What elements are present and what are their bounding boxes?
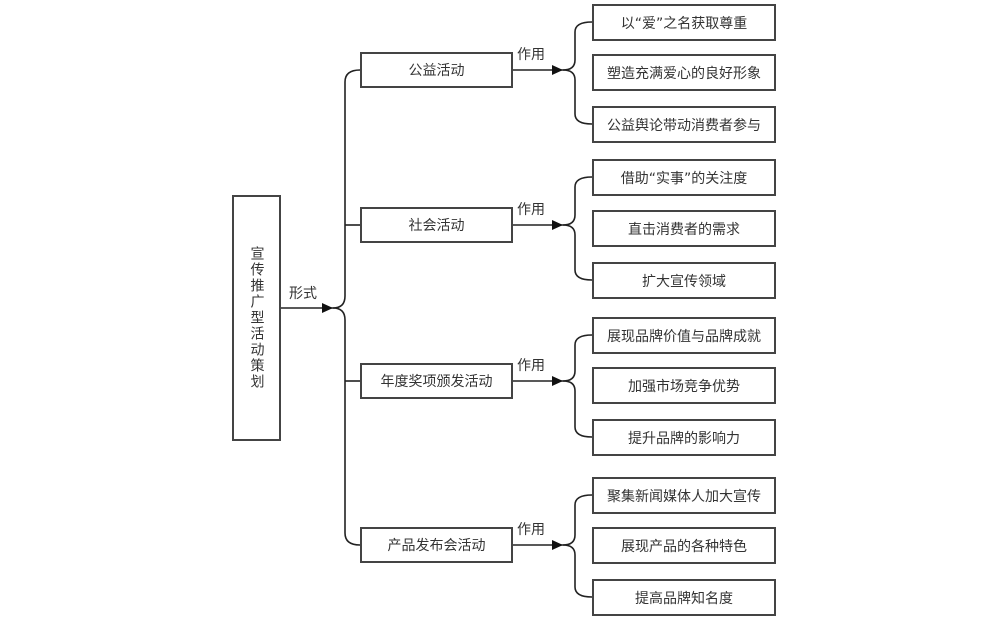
effect-node: 直击消费者的需求 [592,210,776,247]
effect-node: 聚集新闻媒体人加大宣传 [592,477,776,514]
branch-edge-label: 作用 [517,522,545,538]
brace-bottom [562,544,593,598]
effect-label: 提高品牌知名度 [635,590,733,607]
effect-node: 提高品牌知名度 [592,579,776,616]
effect-label: 扩大宣传领域 [642,273,726,290]
arrow-head-icon [552,376,563,386]
brace-top [562,21,593,71]
arrow-head-icon [552,65,563,75]
effect-label: 加强市场竞争优势 [628,378,740,395]
effect-node: 扩大宣传领域 [592,262,776,299]
branch-node: 年度奖项颁发活动 [360,363,513,399]
brace-bottom [562,224,593,281]
arrow-head-icon [552,540,563,550]
effect-node: 借助“实事”的关注度 [592,159,776,196]
branch-node: 社会活动 [360,207,513,243]
branch-node: 公益活动 [360,52,513,88]
branch-label: 年度奖项颁发活动 [380,374,493,390]
effect-label: 提升品牌的影响力 [628,430,740,447]
effect-label: 公益舆论带动消费者参与 [607,117,761,134]
arrow-head-icon [322,303,333,313]
branch-edge-label: 作用 [517,358,545,374]
effect-label: 借助“实事”的关注度 [620,170,748,187]
branch-label: 社会活动 [408,218,465,234]
brace-bottom [562,380,593,438]
arrow-head-icon [552,220,563,230]
root-label: 宣传推广型活动策划 [248,246,265,390]
brace-top [332,69,361,309]
effect-node: 以“爱”之名获取尊重 [592,4,776,41]
branch-edge-label: 作用 [517,202,545,218]
effect-label: 塑造充满爱心的良好形象 [607,65,761,82]
effect-label: 聚集新闻媒体人加大宣传 [607,488,761,505]
branch-node: 产品发布会活动 [360,527,513,563]
brace-bottom [562,69,593,125]
effect-node: 展现产品的各种特色 [592,527,776,564]
effect-label: 直击消费者的需求 [628,221,740,238]
branch-edge-label: 作用 [517,47,545,63]
branch-label: 公益活动 [408,63,465,79]
effect-label: 展现品牌价值与品牌成就 [607,328,761,345]
effect-node: 加强市场竞争优势 [592,367,776,404]
branch-label: 产品发布会活动 [387,538,486,554]
brace-top [562,176,593,226]
effect-label: 以“爱”之名获取尊重 [620,15,748,32]
root-node: 宣传推广型活动策划 [232,195,281,441]
brace-bottom [332,307,361,546]
brace-top [562,334,593,382]
effect-label: 展现产品的各种特色 [621,538,747,555]
effect-node: 展现品牌价值与品牌成就 [592,317,776,354]
brace-top [562,494,593,546]
effect-node: 提升品牌的影响力 [592,419,776,456]
root-edge-label: 形式 [289,286,317,302]
effect-node: 塑造充满爱心的良好形象 [592,54,776,91]
effect-node: 公益舆论带动消费者参与 [592,106,776,143]
